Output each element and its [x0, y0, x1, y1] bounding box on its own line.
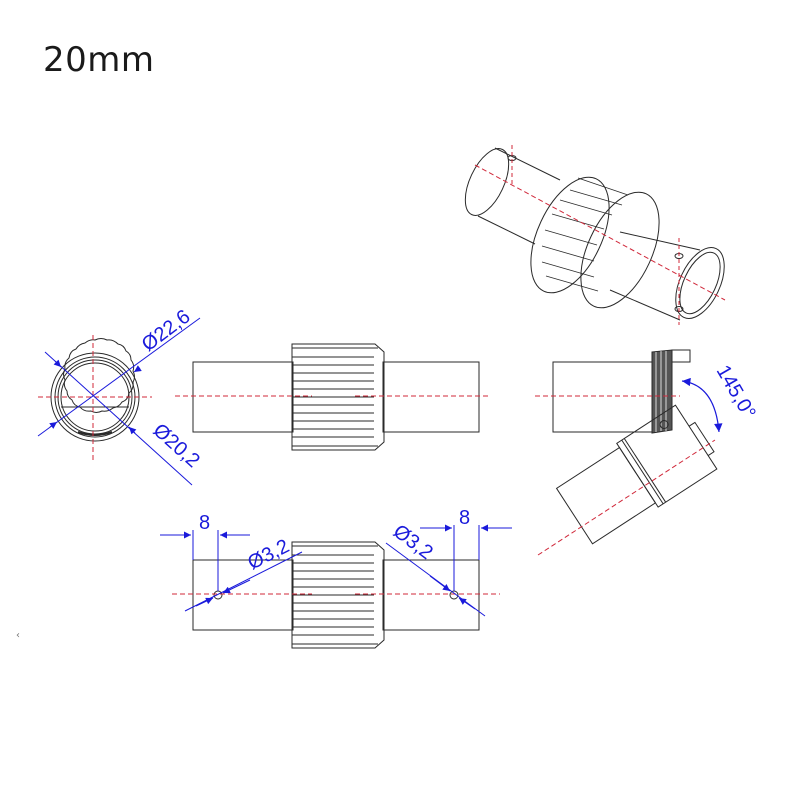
angle-label: 145,0° — [712, 362, 760, 423]
hole-offset-left-label: 8 — [199, 512, 210, 534]
end-view — [38, 335, 152, 460]
stray-mark: ‹ — [16, 630, 20, 641]
end-view-dimensions — [37, 317, 201, 486]
page-title: 20mm — [43, 40, 155, 80]
outer-diameter-label: Ø22,6 — [138, 306, 195, 356]
hole-diameter-right-label: Ø3,2 — [389, 520, 437, 564]
angle-dimension — [681, 377, 723, 433]
side-view-top — [175, 343, 490, 451]
hole-offset-right-label: 8 — [459, 507, 470, 529]
inner-diameter-label: Ø20,2 — [149, 419, 204, 472]
isometric-view — [464, 145, 726, 325]
side-view-bottom-dimensions — [160, 524, 512, 617]
angled-view — [535, 349, 718, 556]
side-view-bottom — [172, 541, 500, 649]
